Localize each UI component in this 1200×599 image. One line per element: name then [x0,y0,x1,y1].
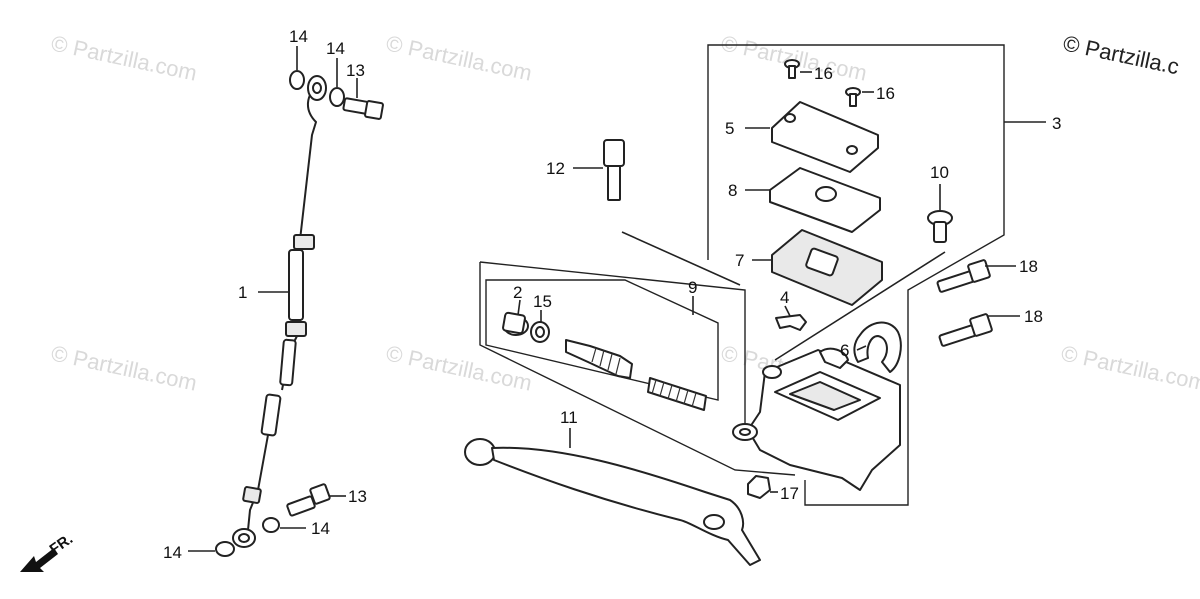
callout-17: 17 [780,484,799,503]
callout-10: 10 [930,163,949,182]
callout-7: 7 [735,251,744,270]
copyright-text: © Partzilla.c [1061,30,1181,79]
callout-15: 15 [533,292,552,311]
callout-9: 9 [688,278,697,297]
piston-kit-outline [485,279,719,401]
callout-18-upper: 18 [1019,257,1038,276]
watermarks: © Partzilla.com © Partzilla.com © Partzi… [49,30,1200,395]
callout-16-b: 16 [876,84,895,103]
bolt-18-lower [938,313,993,347]
screw-16-a [784,59,800,79]
assembly-9-outline-bottom [479,262,796,476]
callout-14-bottom-right: 14 [311,519,330,538]
callout-5: 5 [725,119,734,138]
diaphragm-plate-8 [769,167,881,233]
callout-16-a: 16 [814,64,833,83]
brake-lever-11 [464,438,761,566]
callout-13-top: 13 [346,61,365,80]
callout-6: 6 [840,341,849,360]
washer-14-top-left [289,70,305,90]
callout-11: 11 [560,408,578,427]
arrow-front-icon: FR. [20,530,76,572]
bolt-18-upper [936,259,991,293]
assembly-3-outline [707,44,1005,506]
piston-assembly [565,339,633,379]
callout-8: 8 [728,181,737,200]
callout-12: 12 [546,159,565,178]
leader-lines [188,46,1046,552]
diaphragm-7 [771,229,883,306]
brake-hose [232,75,327,548]
washer-14-top-right [329,87,345,107]
watermark: © Partzilla.com [49,30,199,85]
callout-2: 2 [513,283,522,302]
washer-14-bottom-left [215,541,235,557]
assembly-9-outline-top [479,261,746,440]
washer-14-bottom-right [262,517,280,533]
reservoir-cap-5 [771,101,879,173]
clamp-holder-6 [853,321,902,373]
master-cylinder-body [732,347,901,491]
circlip-15-hole [535,326,545,338]
callout-1: 1 [238,283,247,302]
pivot-pin-4 [775,314,807,331]
banjo-bolt-13-top [342,97,384,120]
nut-17 [747,475,771,499]
callout-14-top-left: 14 [289,27,308,46]
screw-16-b [845,87,861,107]
callout-labels: 1 2 3 4 5 6 7 8 9 10 11 12 13 13 14 14 1… [163,27,1061,562]
piston-boot-2 [502,311,529,336]
piston-spring [647,377,707,411]
watermark: © Partzilla.com [49,340,199,395]
callout-14-top-right: 14 [326,39,345,58]
callout-13-bottom: 13 [348,487,367,506]
callout-4: 4 [780,288,789,307]
watermark: © Partzilla.com [384,30,534,85]
cap-10 [927,210,953,243]
callout-3: 3 [1052,114,1061,133]
callout-18-lower: 18 [1024,307,1043,326]
watermark: © Partzilla.com [384,340,534,395]
bolt-12 [603,139,625,201]
watermark: © Partzilla.com [1059,340,1200,395]
banjo-bolt-13-bottom [286,483,331,517]
callout-14-bottom-left: 14 [163,543,182,562]
